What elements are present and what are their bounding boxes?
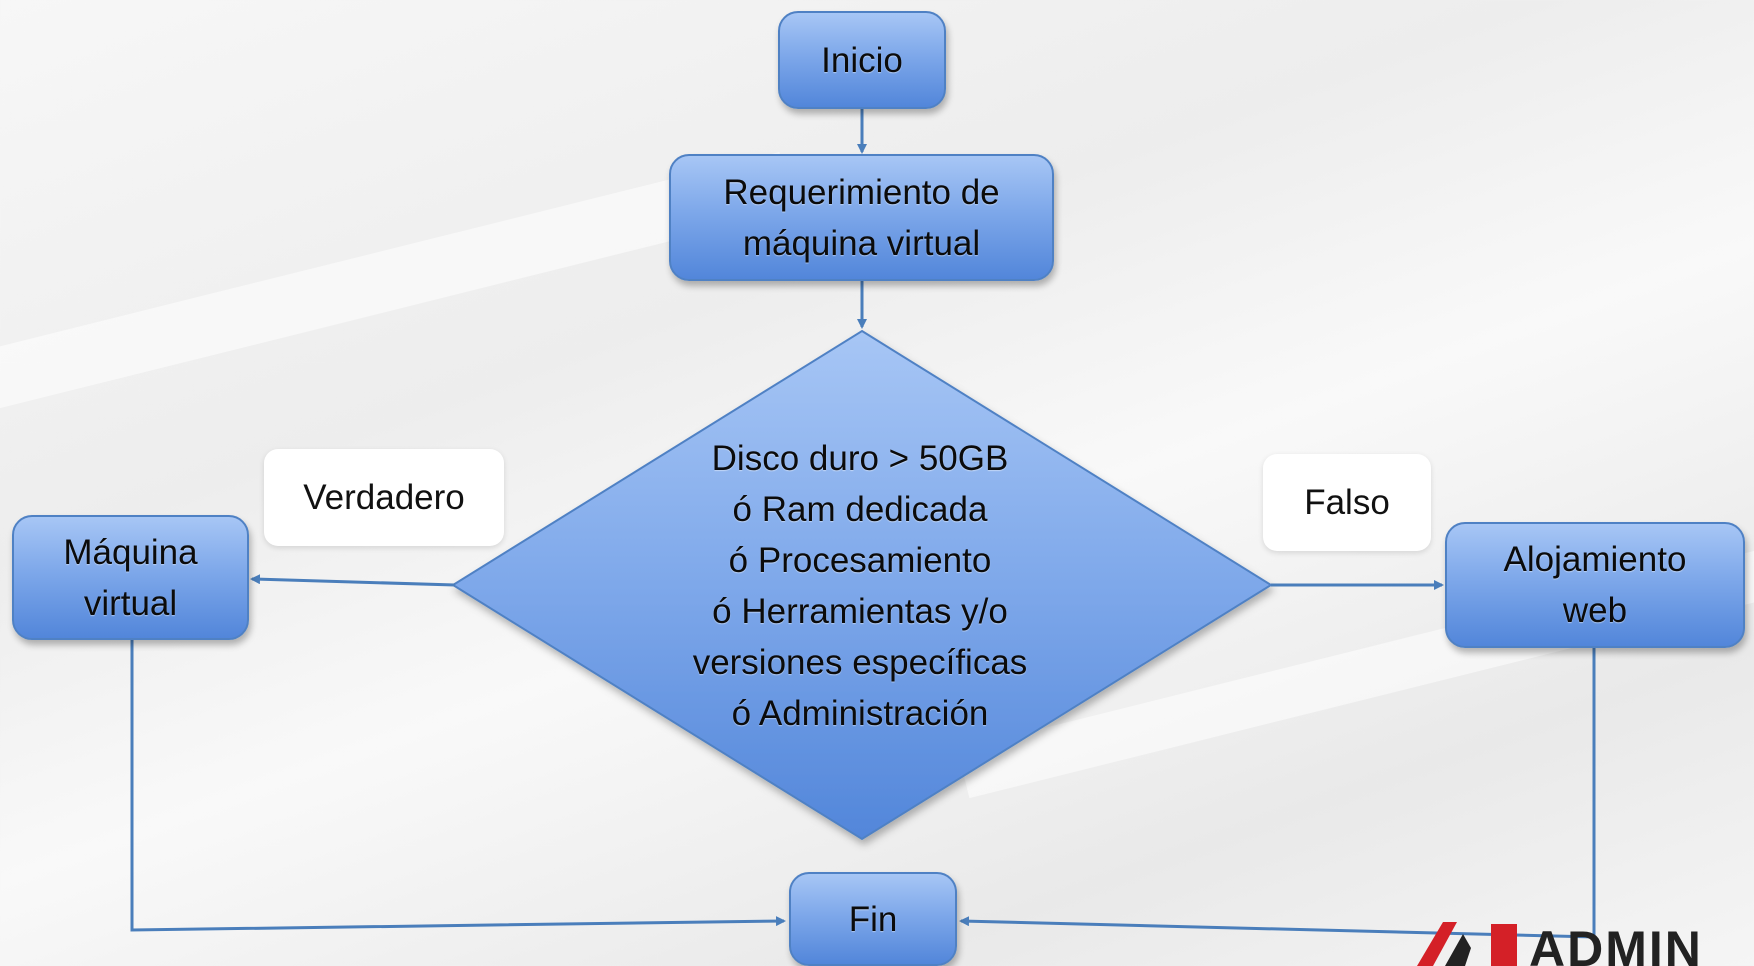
vm-node-line-2: virtual bbox=[83, 583, 178, 623]
connector-hosting-to-end bbox=[959, 648, 1596, 939]
false-branch-text: Falso bbox=[1304, 482, 1390, 522]
decision-line-3: ó Procesamiento bbox=[728, 541, 992, 580]
decision-line-2: ó Ram dedicada bbox=[732, 490, 988, 529]
connector-vm-to-end bbox=[130, 640, 786, 932]
request-node-line-2: máquina virtual bbox=[742, 223, 981, 263]
hosting-node-line-2: web bbox=[1562, 591, 1628, 630]
decision-line-4: ó Herramientas y/o bbox=[712, 592, 1008, 631]
logo-text: ADMIN bbox=[1529, 921, 1703, 966]
end-node-label: Fin bbox=[848, 899, 898, 939]
hosting-node-line-1: Alojamiento bbox=[1503, 540, 1687, 579]
hosting-node: Alojamiento web bbox=[1445, 522, 1745, 648]
decision-node-text: Disco duro > 50GB ó Ram dedicada ó Proce… bbox=[640, 433, 1080, 739]
true-branch-label: Verdadero bbox=[264, 449, 504, 546]
false-branch-label: Falso bbox=[1263, 454, 1431, 551]
connector-decision-to-vm bbox=[250, 574, 456, 587]
decision-line-6: ó Administración bbox=[731, 694, 989, 733]
true-branch-text: Verdadero bbox=[303, 477, 465, 517]
decision-line-1: Disco duro > 50GB bbox=[711, 439, 1009, 478]
start-node-label: Inicio bbox=[821, 40, 903, 80]
decision-line-5: versiones específicas bbox=[692, 643, 1028, 682]
vm-node-line-1: Máquina bbox=[63, 532, 198, 572]
logo-mark-icon bbox=[1417, 922, 1517, 966]
vm-node: Máquina virtual bbox=[12, 515, 249, 640]
request-node: Requerimiento de máquina virtual bbox=[669, 154, 1054, 281]
end-node: Fin bbox=[789, 872, 957, 966]
request-node-line-1: Requerimiento de bbox=[723, 172, 1000, 212]
decision-diamond bbox=[451, 329, 1273, 841]
start-node: Inicio bbox=[778, 11, 946, 109]
brand-logo: ADMIN bbox=[1405, 918, 1735, 966]
